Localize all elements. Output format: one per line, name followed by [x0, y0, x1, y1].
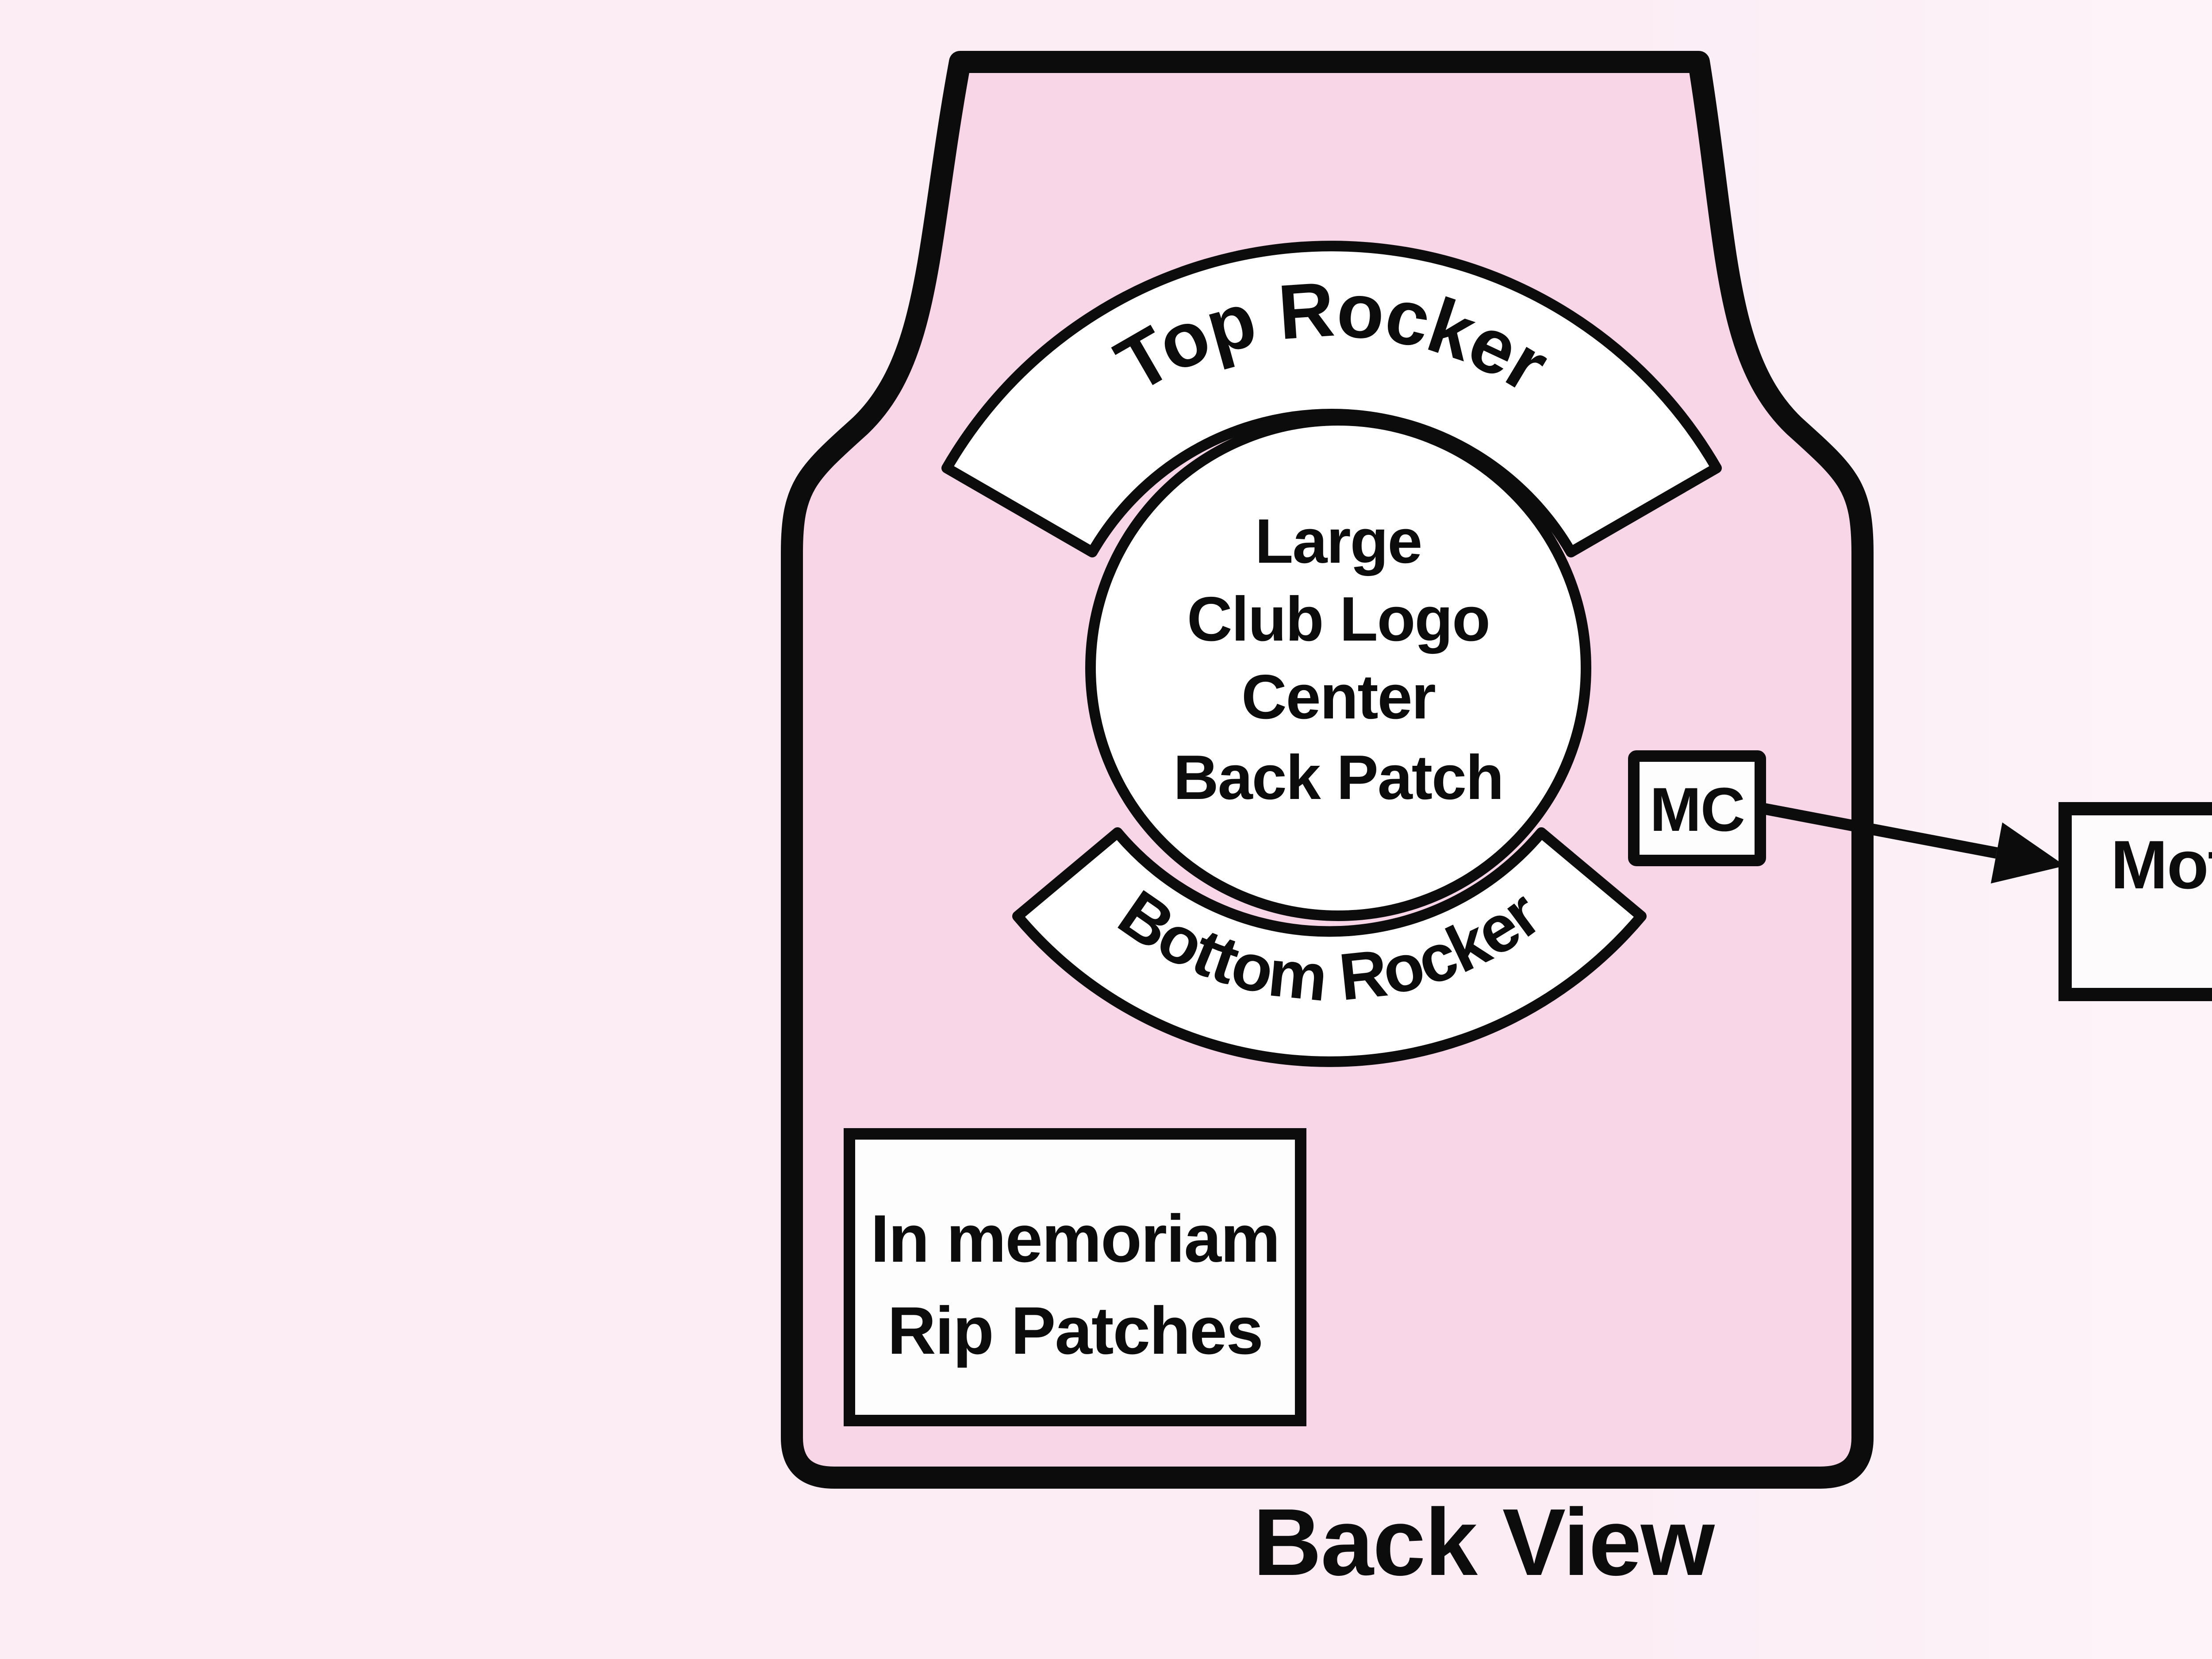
- mc-patch-label: MC: [1650, 775, 1744, 844]
- diagram-title: Back View: [1253, 1489, 1715, 1595]
- memorial-line-1: In memoriam: [871, 1201, 1279, 1276]
- arrow-connector: [1760, 803, 2065, 883]
- memorial-patch: [844, 1128, 1306, 1426]
- top-rocker-patch: [941, 241, 1722, 557]
- motorcycle-club-line-1: Motorcycle: [2111, 826, 2212, 903]
- mc-patch: [1628, 750, 1766, 866]
- motorcycle-club-callout: [2058, 802, 2212, 1001]
- club-logo-line-4: Back Patch: [1173, 742, 1503, 813]
- club-logo-line-3: Center: [1241, 662, 1436, 732]
- club-logo-line-1: Large: [1255, 506, 1422, 576]
- bottom-rocker-patch: [1012, 827, 1647, 1067]
- club-logo-patch: [1085, 415, 1591, 921]
- memorial-line-2: Rip Patches: [887, 1293, 1263, 1368]
- club-logo-line-2: Club Logo: [1187, 584, 1490, 654]
